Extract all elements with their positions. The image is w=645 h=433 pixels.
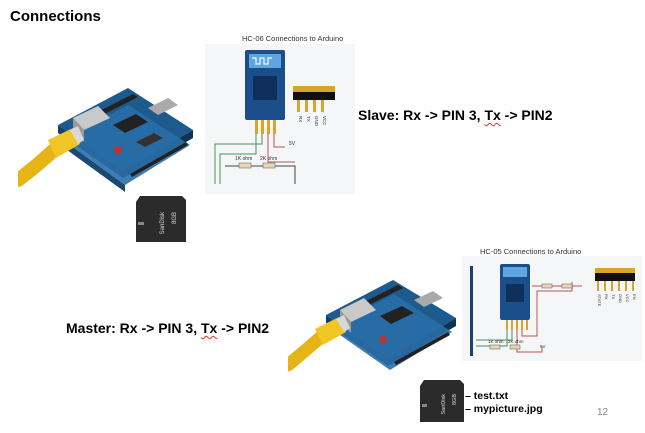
arduino-ethernet-photo-top <box>18 88 193 192</box>
hc06-resistor1: 1K ohm <box>235 156 252 162</box>
hc06-diagram-title: HC-06 Connections to Arduino <box>242 34 344 43</box>
slide-title: Connections <box>10 8 101 25</box>
hc06-voltage: 5V <box>289 141 296 147</box>
file-list: – test.txt – mypicture.jpg <box>465 390 543 416</box>
hc05-resistor2: 2K ohm <box>508 339 524 344</box>
hc05-pin-vcc: VCC <box>625 294 630 303</box>
file-item-mypicture: – mypicture.jpg <box>465 403 543 415</box>
sd-brand-bottom: SanDisk <box>441 394 447 415</box>
slave-caption: Slave: Rx -> PIN 3, Tx -> PIN2 <box>358 107 553 123</box>
hc05-wiring-diagram: 1K ohm 2K ohm 5V STATE RX TX GND VCC EN <box>462 256 642 361</box>
sd-capacity-bottom: 8GB <box>452 394 458 405</box>
slave-caption-tx: Tx <box>484 107 501 123</box>
hc05-diagram-title: HC-05 Connections to Arduino <box>480 247 582 256</box>
slave-caption-suffix: -> PIN2 <box>500 107 553 123</box>
page-number: 12 <box>597 407 609 418</box>
hc05-voltage: 5V <box>540 344 546 349</box>
hc05-pin-tx: TX <box>611 294 616 299</box>
sd-card-bottom: SanDisk 8GB <box>420 380 464 422</box>
sd-brand-top: SanDisk <box>160 211 166 234</box>
master-caption-tx: Tx <box>201 320 218 336</box>
hc06-pin-tx: TX <box>306 116 311 122</box>
hc05-pin-en: EN <box>632 294 637 300</box>
arduino-ethernet-photo-bottom <box>288 280 456 372</box>
hc05-pin-rx: RX <box>604 294 609 300</box>
hc05-pin-state: STATE <box>597 294 602 307</box>
hc05-resistor1: 1K ohm <box>488 339 504 344</box>
slave-caption-prefix: Slave: Rx -> PIN 3, <box>358 107 485 123</box>
hc06-resistor2: 2K ohm <box>260 156 277 162</box>
master-caption-suffix: -> PIN2 <box>217 320 270 336</box>
sd-card-top: SanDisk 8GB <box>136 196 186 242</box>
sd-capacity-top: 8GB <box>172 212 178 224</box>
hc06-pin-vcc: VCC <box>322 116 327 126</box>
master-caption: Master: Rx -> PIN 3, Tx -> PIN2 <box>66 320 269 336</box>
master-caption-prefix: Master: Rx -> PIN 3, <box>66 320 201 336</box>
hc06-pin-gnd: GND <box>314 116 319 127</box>
file-item-test: – test.txt <box>465 390 509 402</box>
hc05-pin-gnd: GND <box>618 294 623 303</box>
hc06-wiring-diagram: 1K ohm 2K ohm 5V RX TX GND VCC <box>205 44 355 194</box>
hc06-pin-rx: RX <box>298 116 303 122</box>
